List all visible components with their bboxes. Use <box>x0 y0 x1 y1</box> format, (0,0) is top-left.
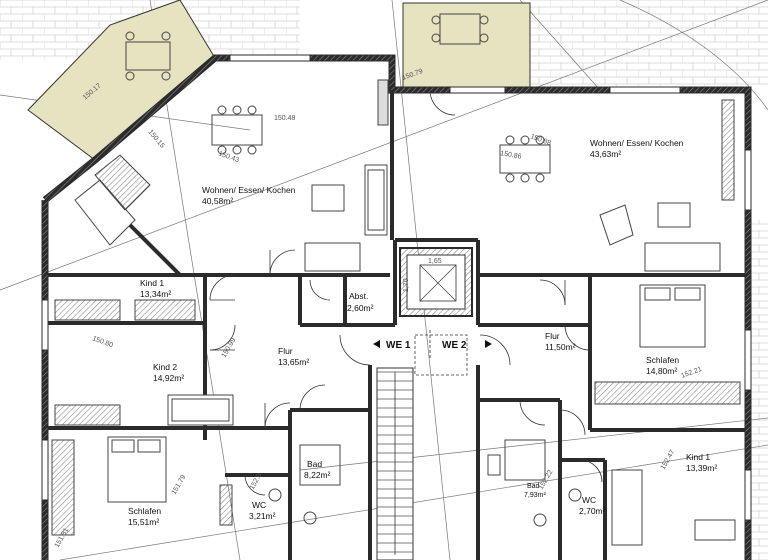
room-w1-wc-name: WC <box>252 500 266 510</box>
room-w2-bad-area: 7,93m² <box>524 492 546 499</box>
room-w1-living-name: Wohnen/ Essen/ Kochen <box>202 185 296 195</box>
stair-landing <box>414 334 468 376</box>
windows <box>41 54 752 521</box>
svg-text:152.21: 152.21 <box>680 366 703 380</box>
svg-text:150.15: 150.15 <box>146 129 165 150</box>
room-w2-wc-name: WC <box>582 495 596 505</box>
room-w1-schlafen-area: 15,51m² <box>128 517 159 527</box>
room-w2-schlafen-name: Schlafen <box>646 355 679 365</box>
room-w2-wc-area: 2,70m² <box>579 506 606 516</box>
room-w1-kind1-area: 13,34m² <box>140 289 171 299</box>
room-w1-abst-area: 2,60m² <box>347 303 374 313</box>
svg-text:150.80: 150.80 <box>91 335 114 349</box>
elevator-width: 1,65 <box>428 258 442 265</box>
svg-text:150.43: 150.43 <box>217 150 240 164</box>
room-w2-living-name: Wohnen/ Essen/ Kochen <box>590 138 684 148</box>
balcony-right <box>402 2 531 91</box>
interior-walls <box>48 90 745 560</box>
room-w1-kind2-area: 14,92m² <box>153 373 184 383</box>
room-w1-bad-area: 8,22m² <box>304 470 331 480</box>
room-w1-schlafen-name: Schlafen <box>128 506 161 516</box>
w2-furniture <box>431 13 741 546</box>
unit-we1: WE 1 <box>386 340 411 351</box>
elevator-shaft <box>399 247 473 317</box>
room-w2-kind1-name: Kind 1 <box>686 452 710 462</box>
room-w1-living-area: 40,58m² <box>202 196 233 206</box>
unit-markers <box>373 330 492 360</box>
w1-furniture <box>51 31 389 536</box>
room-w1-kind2-name: Kind 2 <box>153 362 177 372</box>
doors <box>209 89 603 496</box>
room-w2-schlafen-area: 14,80m² <box>646 366 677 376</box>
svg-text:150.99: 150.99 <box>221 337 238 359</box>
room-w2-flur-name: Flur <box>545 331 560 341</box>
svg-text:150.48: 150.48 <box>274 115 296 122</box>
room-w2-bad-name: Bad <box>527 483 540 490</box>
room-w1-flur-name: Flur <box>278 346 293 356</box>
room-w2-flur-area: 11,50m² <box>545 342 576 352</box>
svg-text:151.79: 151.79 <box>171 474 188 496</box>
room-w1-wc-area: 3,21m² <box>249 511 276 521</box>
unit-we2: WE 2 <box>442 340 467 351</box>
svg-text:150.86: 150.86 <box>500 150 522 161</box>
paving-east <box>748 220 768 560</box>
room-w1-kind1-name: Kind 1 <box>140 278 164 288</box>
balcony-left <box>27 0 216 161</box>
staircase <box>376 367 414 560</box>
room-w1-flur-area: 13,65m² <box>278 357 309 367</box>
room-w1-abst-name: Abst. <box>349 291 368 301</box>
room-w2-kind1-area: 13,39m² <box>686 463 717 473</box>
room-w2-living-area: 43,63m² <box>590 149 621 159</box>
room-w1-bad-name: Bad <box>307 459 322 469</box>
elevator-depth: 1,70 <box>403 278 410 292</box>
